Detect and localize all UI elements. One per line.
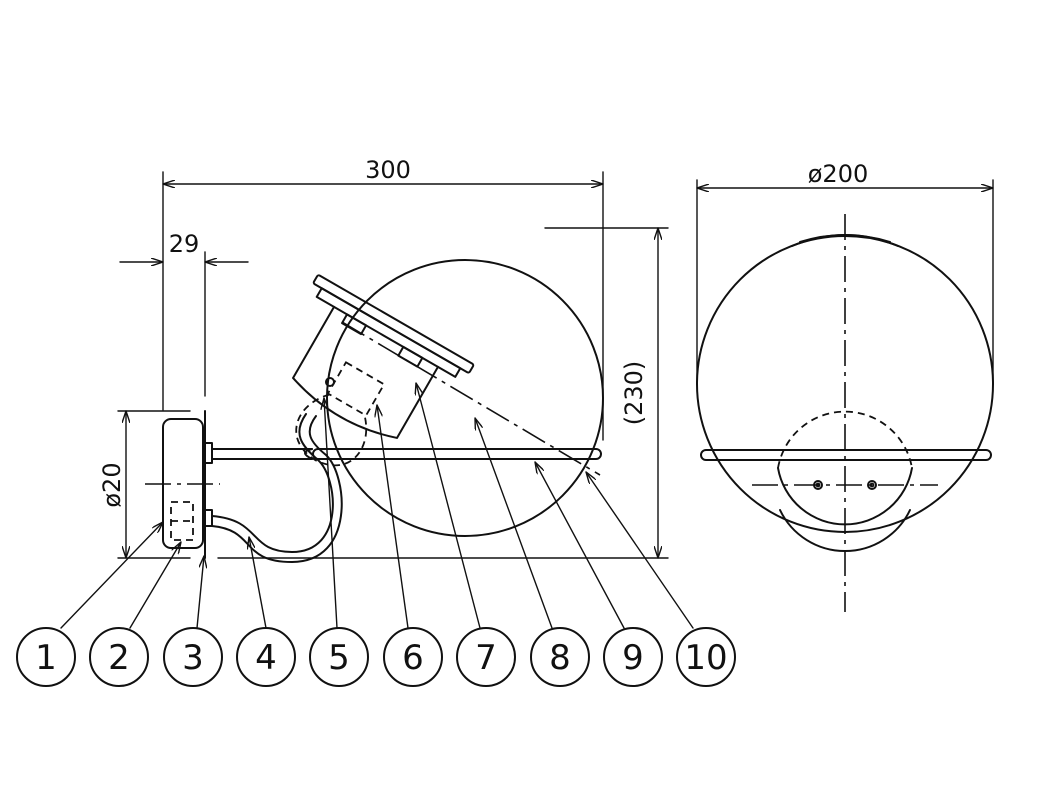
- side-globe: [326, 259, 604, 537]
- lamp-axis: [341, 321, 601, 476]
- svg-text:2: 2: [108, 638, 130, 678]
- ring-tube: [312, 448, 602, 460]
- callout-2: 2: [89, 627, 149, 687]
- svg-text:3: 3: [182, 638, 204, 678]
- callout-5: 5: [309, 627, 369, 687]
- callout-9: 9: [603, 627, 663, 687]
- callouts: 1 2 3 4 5 6 7 8: [16, 627, 736, 687]
- callout-7: 7: [456, 627, 516, 687]
- svg-text:1: 1: [35, 638, 57, 678]
- svg-text:5: 5: [328, 638, 350, 678]
- svg-text:9: 9: [622, 638, 644, 678]
- dim-overall-length: 300: [365, 156, 411, 184]
- svg-text:8: 8: [549, 638, 571, 678]
- dim-base-depth: 29: [169, 230, 200, 258]
- svg-text:10: 10: [684, 638, 727, 678]
- side-view: [145, 259, 604, 563]
- svg-text:7: 7: [475, 638, 497, 678]
- callout-6: 6: [383, 627, 443, 687]
- dim-globe-diameter: ø200: [808, 160, 869, 188]
- dimensions: 300 29 ø20 (230) ø200: [98, 156, 994, 559]
- callout-4: 4: [236, 627, 296, 687]
- callout-3: 3: [163, 627, 223, 687]
- callout-8: 8: [530, 627, 590, 687]
- svg-text:4: 4: [255, 638, 277, 678]
- front-ring-tube: [700, 449, 992, 461]
- dim-base-diameter: ø20: [98, 462, 126, 507]
- leader-lines: [60, 383, 694, 629]
- callout-10: 10: [676, 627, 736, 687]
- power-cable: [211, 413, 334, 553]
- callout-1: 1: [16, 627, 76, 687]
- dim-overall-height: (230): [620, 361, 648, 426]
- front-view: [696, 214, 994, 612]
- svg-text:6: 6: [402, 638, 424, 678]
- screw: [325, 377, 335, 387]
